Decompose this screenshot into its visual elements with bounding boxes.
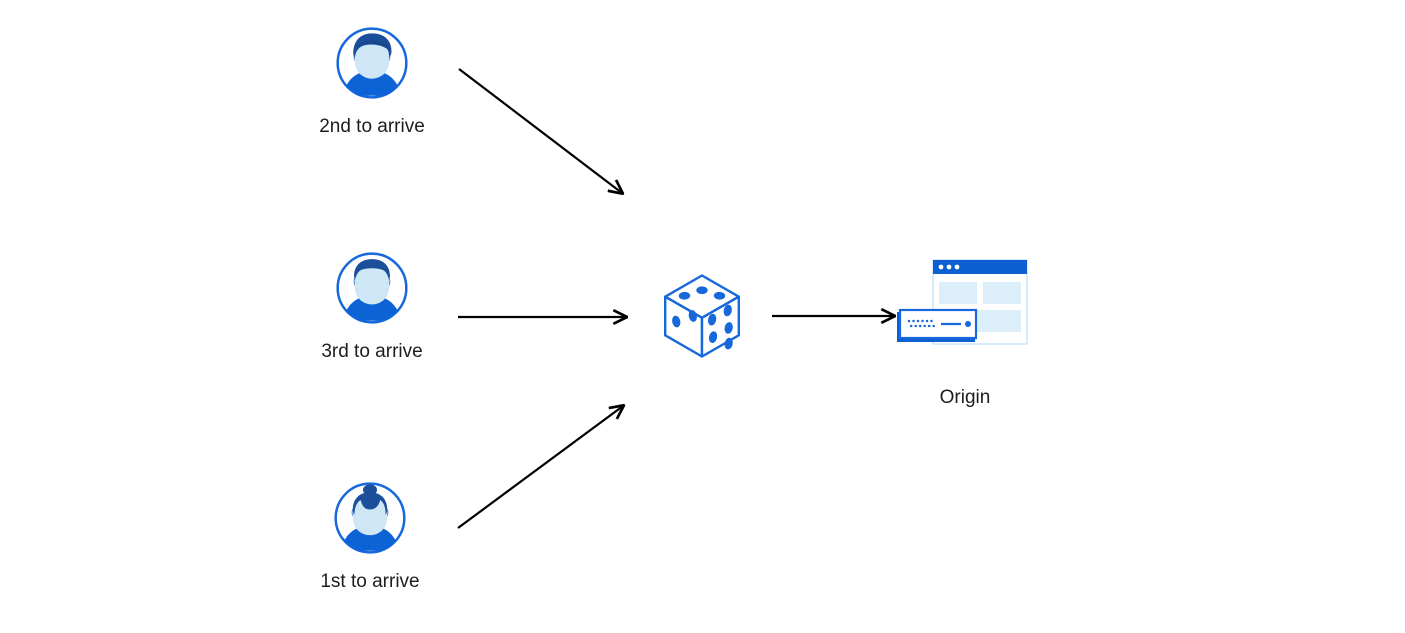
origin-server-icon (897, 259, 1028, 345)
arrow-1st-to-dice (457, 406, 623, 529)
node-user-1st: 1st to arrive (290, 479, 450, 594)
node-user-3rd: 3rd to arrive (292, 249, 452, 364)
user-avatar-icon (333, 249, 411, 327)
node-dice (656, 268, 746, 358)
origin-label: Origin (939, 387, 991, 408)
user-avatar-icon (331, 479, 409, 557)
user-avatar-icon (333, 24, 411, 102)
user-label: 2nd to arrive (319, 116, 425, 137)
arrow-2nd-to-dice (458, 68, 622, 193)
user-label: 3rd to arrive (321, 341, 423, 362)
user-label: 1st to arrive (320, 571, 420, 592)
node-origin: Origin (865, 256, 1065, 410)
dice-icon (664, 274, 740, 358)
node-user-2nd: 2nd to arrive (292, 24, 452, 139)
